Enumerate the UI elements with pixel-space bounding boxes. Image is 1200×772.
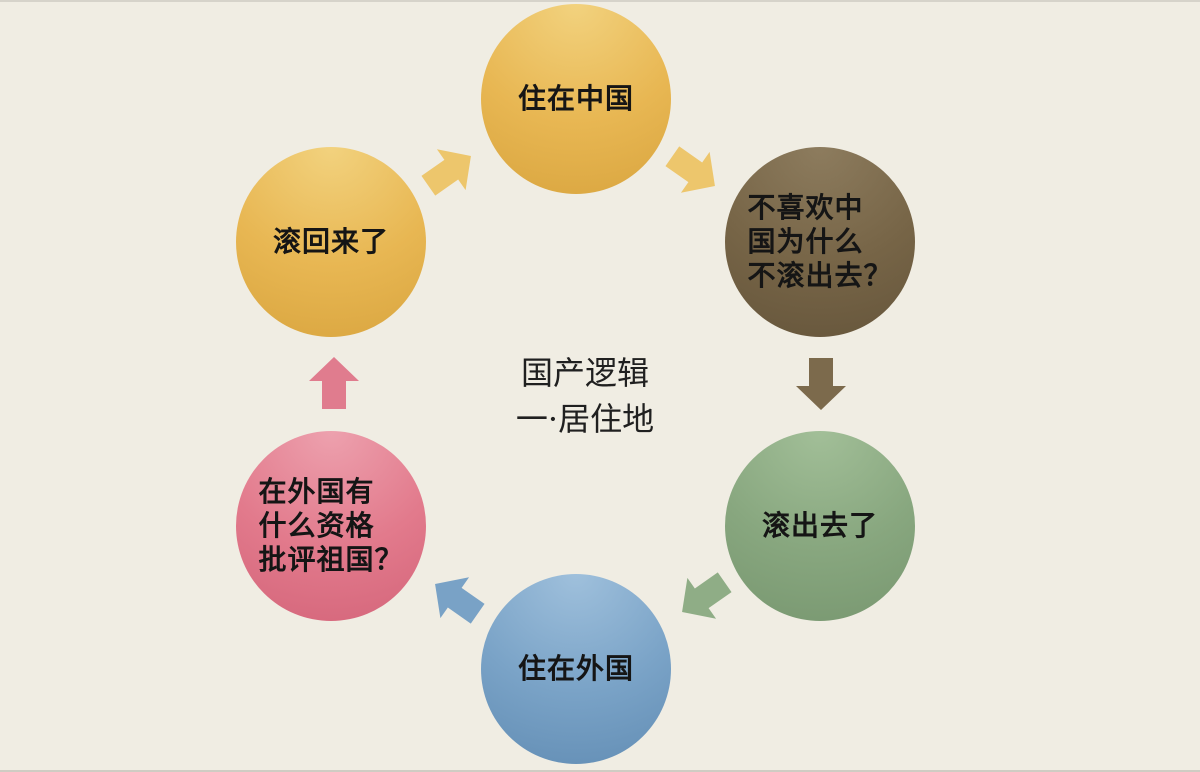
cycle-node-live-in-china: 住在中国 xyxy=(481,4,671,194)
cycle-node-left: 滚出去了 xyxy=(725,431,915,621)
arrow-right-bottom-to-bottom xyxy=(667,561,739,633)
arrow-left-top-to-top xyxy=(414,135,486,207)
arrow-bottom-to-left-bottom xyxy=(420,563,492,635)
center-title: 国产逻辑 一·居住地 xyxy=(470,350,700,442)
cycle-node-why-not-leave: 不喜欢中 国为什么 不滚出去？ xyxy=(725,147,915,337)
arrow-top-to-right-top xyxy=(658,135,730,207)
arrow-left-bottom-to-left-top xyxy=(309,357,359,409)
node-label: 不喜欢中 国为什么 不滚出去？ xyxy=(747,191,893,292)
center-title-line-2: 一·居住地 xyxy=(515,400,655,438)
cycle-node-came-back: 滚回来了 xyxy=(236,147,426,337)
node-label: 住在外国 xyxy=(517,652,634,685)
node-label: 住在中国 xyxy=(517,82,634,115)
node-label: 滚回来了 xyxy=(272,225,389,258)
center-title-line-1: 国产逻辑 xyxy=(520,354,649,392)
node-label: 在外国有 什么资格 批评祖国？ xyxy=(258,475,404,576)
cycle-node-live-abroad: 住在外国 xyxy=(481,574,671,764)
arrow-right-top-to-right-bottom xyxy=(796,358,846,410)
node-label: 滚出去了 xyxy=(761,509,878,542)
cycle-node-no-right-to-criticize: 在外国有 什么资格 批评祖国？ xyxy=(236,431,426,621)
